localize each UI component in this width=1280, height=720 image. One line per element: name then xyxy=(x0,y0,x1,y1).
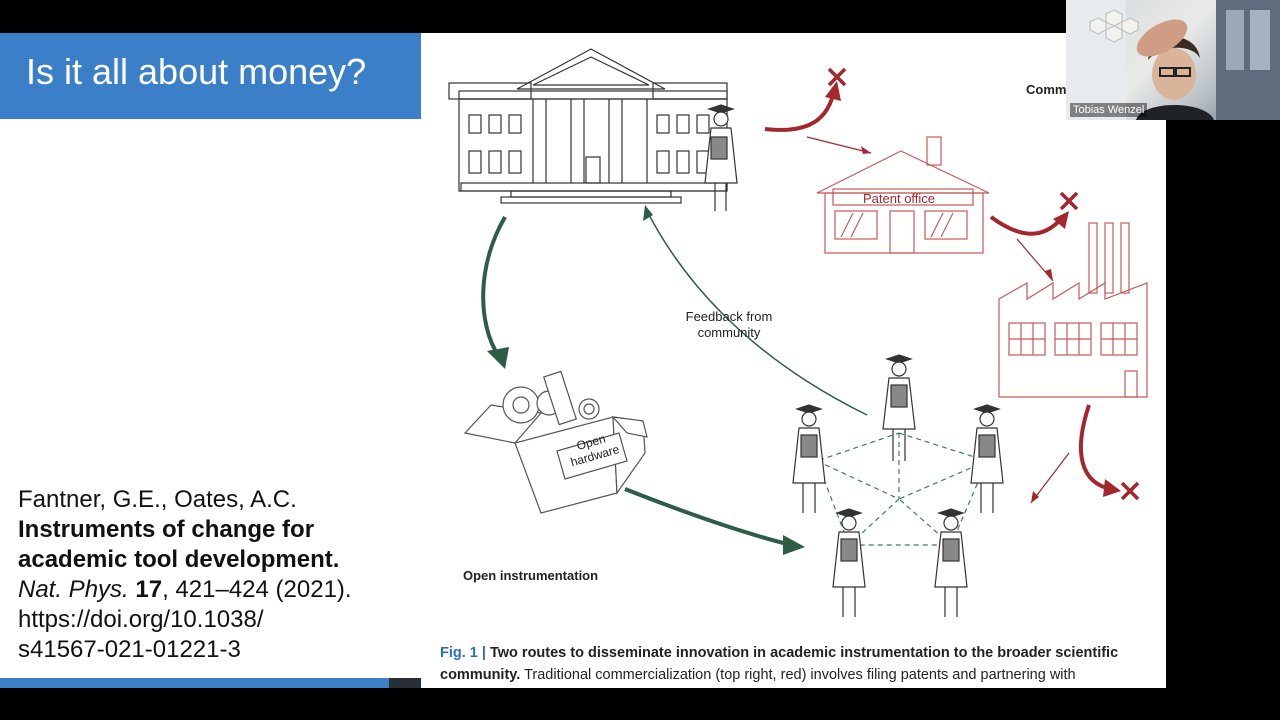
citation: Fantner, G.E., Oates, A.C. Instruments o… xyxy=(18,485,413,665)
participant-video-tile[interactable]: Tobias Wenzel xyxy=(1066,0,1280,120)
red-arrowhead-2 xyxy=(1053,211,1069,229)
thin-red-arrowhead-3 xyxy=(1031,491,1039,503)
thin-red-arrowhead-2 xyxy=(1045,269,1053,281)
citation-doi-line2: s41567-021-01221-3 xyxy=(18,636,241,663)
thin-red-arrow-3 xyxy=(1030,452,1070,504)
open-instrumentation-label: Open instrumentation xyxy=(463,568,599,583)
green-arrow-1 xyxy=(481,215,507,359)
thin-red-arrow-2 xyxy=(1016,238,1054,282)
caption-bold: Two routes to disseminate innovation in … xyxy=(440,645,1119,683)
feedback-arrowhead xyxy=(643,205,653,221)
bottom-accent-bar xyxy=(0,678,389,688)
red-arrow-1 xyxy=(764,94,835,132)
x-mark-2 xyxy=(1059,191,1079,211)
feedback-label: Feedback from community xyxy=(685,309,773,340)
red-arrowhead-3 xyxy=(1103,479,1121,497)
citation-volume: 17 xyxy=(135,576,163,603)
green-arrowhead-2 xyxy=(783,535,805,555)
red-arrowhead-1 xyxy=(825,81,841,101)
participant-video-feed xyxy=(1066,0,1280,120)
thin-red-arrowhead-1 xyxy=(861,146,871,154)
title-bar: Is it all about money? xyxy=(0,33,421,119)
graduate-figure-2 xyxy=(792,404,826,513)
green-arrow-2 xyxy=(624,487,792,547)
participant-name: Tobias Wenzel xyxy=(1070,103,1148,117)
caption-fig-label: Fig. 1 | xyxy=(440,645,486,661)
graduate-figure-5 xyxy=(934,508,968,617)
university-building xyxy=(448,48,728,204)
community-network xyxy=(816,432,988,546)
citation-journal: Nat. Phys. xyxy=(18,576,129,603)
feedback-arrow xyxy=(646,210,868,416)
x-mark-1 xyxy=(827,67,847,87)
patent-office-label: Patent office xyxy=(863,191,936,206)
figure-illustration xyxy=(448,48,1148,617)
caption-rest: Traditional commercialization (top right… xyxy=(524,667,1076,683)
graduate-figure-1 xyxy=(882,354,916,461)
citation-pages: , 421–424 (2021). xyxy=(162,576,352,603)
x-mark-3 xyxy=(1120,481,1140,501)
factory-building xyxy=(998,222,1148,398)
slide-title: Is it all about money? xyxy=(26,51,367,92)
bottom-accent-bar-dark xyxy=(389,678,421,688)
graduate-figure-3 xyxy=(970,404,1004,513)
graduate-figure-top xyxy=(704,104,738,211)
green-arrowhead-1 xyxy=(487,347,509,369)
commercialization-label-partial: Comm xyxy=(1026,82,1067,97)
patent-office-building xyxy=(816,136,990,254)
figure-caption: Fig. 1 | Two routes to disseminate innov… xyxy=(440,642,1160,686)
graduate-figure-4 xyxy=(832,508,866,617)
thin-red-arrow-1 xyxy=(806,136,872,154)
red-arrow-2 xyxy=(989,215,1063,236)
red-arrow-3 xyxy=(1078,404,1112,491)
citation-doi-line1: https://doi.org/10.1038/ xyxy=(18,606,264,633)
citation-authors: Fantner, G.E., Oates, A.C. xyxy=(18,486,297,513)
figure: Patent office Feedback from community Op… xyxy=(421,33,1166,688)
open-hardware-box xyxy=(463,370,648,514)
slide: Is it all about money? Fantner, G.E., Oa… xyxy=(0,33,1166,688)
citation-title: Instruments of change for academic tool … xyxy=(18,516,340,573)
